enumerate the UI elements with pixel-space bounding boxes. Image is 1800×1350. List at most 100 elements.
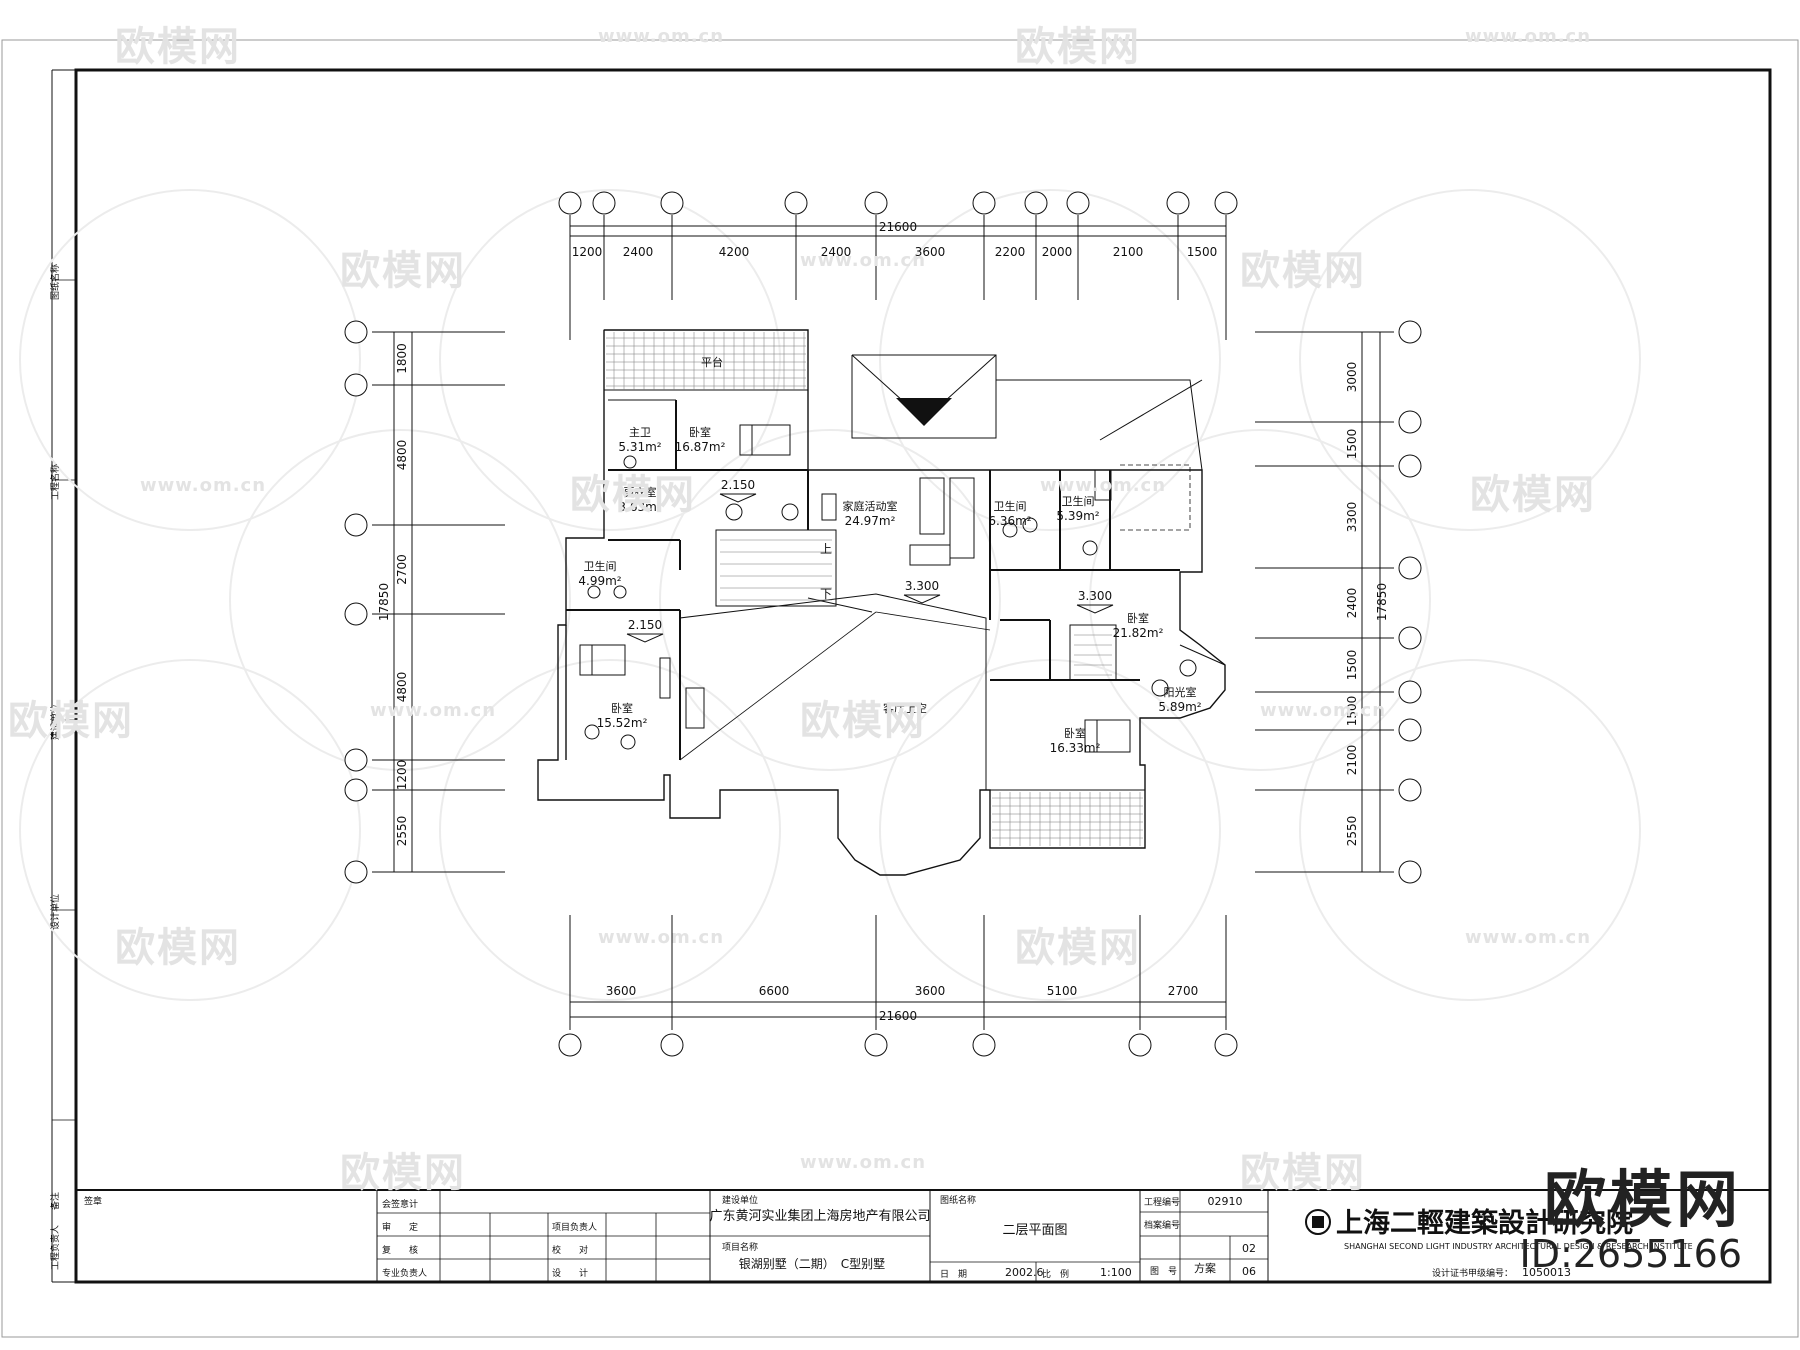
level-triangle	[719, 493, 757, 503]
sheet-number: 02	[1242, 1242, 1256, 1255]
project-lead-label: 项目负责人	[552, 1221, 597, 1233]
title-block	[75, 1189, 1771, 1283]
axis-bubble	[1398, 860, 1422, 884]
id-overlay: 欧模网 ID:2655166	[1519, 1163, 1742, 1277]
room-name: 卫生间	[994, 499, 1027, 513]
axis-bubble	[1398, 556, 1422, 580]
countersign-label: 会签意计	[382, 1198, 418, 1210]
axis-bubble	[344, 602, 368, 626]
watermark-url: www.om.cn	[370, 700, 497, 721]
left-segment-dim: 1200	[395, 760, 409, 791]
drawing-name-label: 图纸名称	[940, 1194, 976, 1206]
level-triangle	[1076, 604, 1114, 614]
design-label: 设 计	[552, 1267, 588, 1279]
right-segment-dim: 1500	[1345, 429, 1359, 460]
axis-bubble	[972, 1033, 996, 1057]
axis-bubble	[864, 191, 888, 215]
watermark-url: www.om.cn	[598, 927, 725, 948]
axis-bubble	[660, 1033, 684, 1057]
terrace-hatching	[606, 332, 1143, 846]
watermark-brand: 欧模网	[340, 248, 466, 294]
watermark-brand: 欧模网	[1240, 1150, 1366, 1196]
axis-bubbles	[344, 191, 1422, 1057]
top-segment-dim: 2400	[623, 245, 654, 259]
axis-bubble	[1128, 1033, 1152, 1057]
watermark-brand: 欧模网	[570, 472, 696, 518]
scale-label: 比 例	[1042, 1268, 1069, 1280]
check-label: 校 对	[552, 1244, 588, 1256]
top-segment-dim: 2000	[1042, 245, 1073, 259]
watermark-brand: 欧模网	[1470, 472, 1596, 518]
axis-bubble	[344, 320, 368, 344]
axis-bubble	[1398, 680, 1422, 704]
building-outline	[537, 329, 1226, 876]
room-area: 5.31m²	[618, 440, 661, 454]
room-area: 3.63m²	[618, 500, 661, 514]
side-engineer: 工程负责人	[49, 1225, 61, 1270]
room-area: 21.82m²	[1113, 626, 1164, 640]
axis-bubble	[558, 191, 582, 215]
axis-bubble	[1398, 454, 1422, 478]
room-area: 4.99m²	[578, 574, 621, 588]
left-total-dim: 17850	[377, 583, 391, 621]
level-mark: 2.150	[721, 478, 755, 492]
left-segment-dim: 2700	[395, 554, 409, 585]
level-mark: 3.300	[905, 579, 939, 593]
side-client: 建设单位	[49, 704, 61, 740]
room-name: 平台	[701, 355, 723, 369]
left-segment-dim: 1800	[395, 343, 409, 374]
bottom-segment-dim: 6600	[759, 984, 790, 998]
side-strip-text: 备注 图纸名称 工程名称 建设单位 设计单位 工程负责人	[49, 264, 61, 1270]
side-project-name: 工程名称	[49, 464, 61, 500]
room-name: 卫生间	[1062, 494, 1095, 508]
watermark-brand: 欧模网	[800, 698, 926, 744]
bottom-segment-dim: 3600	[915, 984, 946, 998]
approve-label: 审 定	[382, 1221, 418, 1233]
room-name: 卧室	[689, 425, 711, 439]
top-segment-dim: 4200	[719, 245, 750, 259]
watermark-url: www.om.cn	[1465, 26, 1592, 47]
left-segment-dim: 4800	[395, 440, 409, 471]
watermark-url: www.om.cn	[598, 26, 725, 47]
room-name: 更衣室	[624, 485, 657, 499]
room-area: 24.97m²	[845, 514, 896, 528]
watermark-brand: 欧模网	[340, 1150, 466, 1196]
watermark-brand: 欧模网	[1240, 248, 1366, 294]
watermark-url: www.om.cn	[140, 475, 267, 496]
date-value: 2002.6	[1005, 1266, 1044, 1279]
room-name: 卧室	[611, 701, 633, 715]
stair-down-label: 下	[820, 587, 832, 601]
top-total-dim: 21600	[879, 220, 917, 234]
watermark-url: www.om.cn	[800, 250, 927, 271]
id-brand: 欧模网	[1543, 1163, 1742, 1236]
cert-label: 设计证书甲级编号：	[1432, 1267, 1513, 1279]
axis-bubble	[1214, 1033, 1238, 1057]
review-label: 复 核	[382, 1244, 418, 1256]
watermark-brand: 欧模网	[115, 24, 241, 70]
watermark-arcs	[19, 189, 1641, 1001]
job-number: 02910	[1208, 1195, 1243, 1208]
axis-bubble	[344, 748, 368, 772]
axis-bubble	[344, 373, 368, 397]
right-segment-dim: 1500	[1345, 696, 1359, 727]
axis-bubble	[1398, 626, 1422, 650]
watermark-url: www.om.cn	[1040, 475, 1167, 496]
top-segment-dim: 3600	[915, 245, 946, 259]
room-area: 5.89m²	[1158, 700, 1201, 714]
axis-bubble	[344, 513, 368, 537]
company-name: 上海二輕建築設計研究院	[1336, 1207, 1633, 1239]
room-area: 16.33m²	[1050, 741, 1101, 755]
level-triangle	[626, 633, 664, 643]
bottom-segment-dim: 5100	[1047, 984, 1078, 998]
watermark-brand: 欧模网	[115, 925, 241, 971]
stamp-label: 签章	[84, 1195, 102, 1207]
axis-bubble	[1166, 191, 1190, 215]
right-segment-dim: 2100	[1345, 745, 1359, 776]
sheet-total: 06	[1242, 1265, 1256, 1278]
sheet-number-label: 图 号	[1150, 1266, 1177, 1277]
top-segment-dim: 2100	[1113, 245, 1144, 259]
top-segment-dim: 1500	[1187, 245, 1218, 259]
